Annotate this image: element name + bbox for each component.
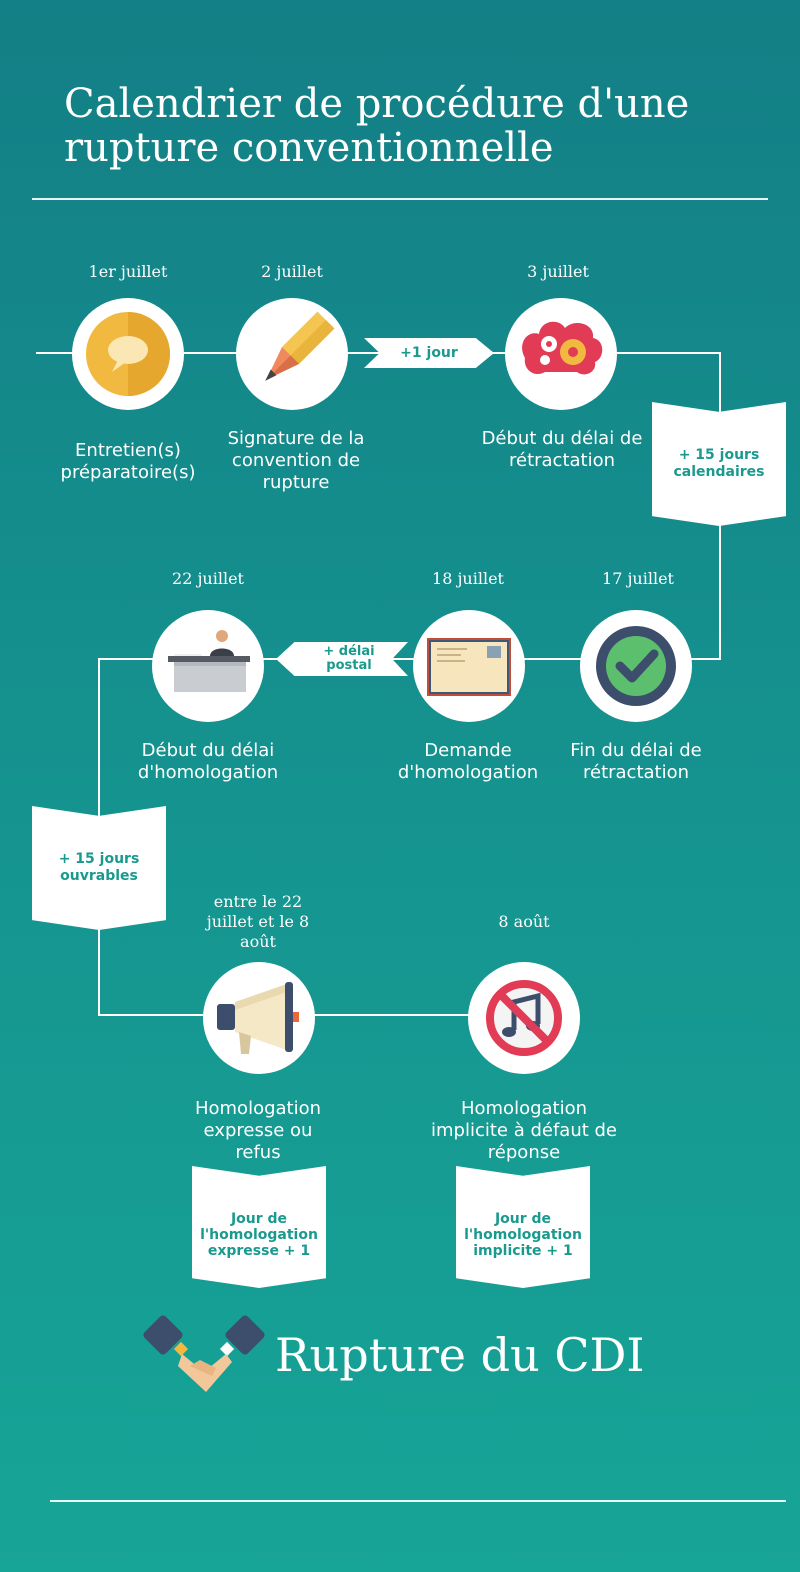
step-date: 1er juillet [88,262,168,281]
megaphone-icon [217,982,299,1054]
step-circle [72,298,184,410]
pennant-text: + 15 jours calendaires [673,447,765,480]
row1-line [36,352,720,354]
connector-plus-fifteen-calendar: + 15 jours calendaires [652,402,786,526]
step-date: 8 août [498,912,550,931]
step-circle [580,610,692,722]
step-circle [468,962,580,1074]
step-circle [505,298,617,410]
connector-plus-postal-delay: + délai postal [276,642,408,676]
step-label: Signature de la convention de rupture [227,428,365,493]
step-label: Homologation implicite à défaut de répon… [424,1098,624,1164]
connector-implicite-day: Jour de l'homologation implicite + 1 [456,1166,590,1288]
connector-expresse-day: Jour de l'homologation expresse + 1 [192,1166,326,1288]
speech-bubble-icon [86,312,170,396]
connector-plus-fifteen-working: + 15 jours ouvrables [32,806,166,930]
pennant-text: Jour de l'homologation expresse + 1 [200,1211,318,1259]
step-label-text: Homologation implicite à défaut de répon… [430,1098,618,1163]
connector-plus-one-day: +1 jour [364,338,494,368]
pen-icon [265,311,335,381]
page-title: Calendrier de procédure d'une rupture co… [64,81,690,171]
step-label: Fin du délai de rétractation [570,740,702,783]
step-label: Début du délai de rétractation [481,428,643,471]
brain-gears-icon [522,321,603,375]
step-date: 2 juillet [261,262,323,281]
step-date-text: entre le 22 juillet et le 8 août [206,892,310,951]
row2-line [98,658,721,660]
step-label-text: Homologation expresse ou refus [194,1098,322,1163]
step-date: entre le 22 juillet et le 8 août [158,892,358,952]
no-music-icon [486,980,562,1056]
office-desk-icon [168,630,250,692]
step-date: 22 juillet [172,569,244,588]
pennant-text: Jour de l'homologation implicite + 1 [464,1211,582,1259]
step-label: Homologation expresse ou refus [158,1098,358,1164]
step-date: 3 juillet [527,262,589,281]
title-divider [32,198,768,200]
brand-name: Rupture du CDI [275,1328,645,1382]
step-circle [203,962,315,1074]
step-circle [236,298,348,410]
step-date: 18 juillet [432,569,504,588]
step-label: Demande d'homologation [397,740,539,783]
handshake-logo-icon [143,1315,265,1392]
checkmark-icon [596,626,676,706]
step-label: Entretien(s) préparatoire(s) [60,440,196,483]
pennant-text: + 15 jours ouvrables [58,851,140,884]
envelope-icon [427,638,511,696]
footer-divider [50,1500,786,1502]
tag-text: + délai postal [323,644,375,673]
step-date: 17 juillet [602,569,674,588]
step-circle [413,610,525,722]
step-label: Début du délai d'homologation [137,740,279,783]
step-circle [152,610,264,722]
